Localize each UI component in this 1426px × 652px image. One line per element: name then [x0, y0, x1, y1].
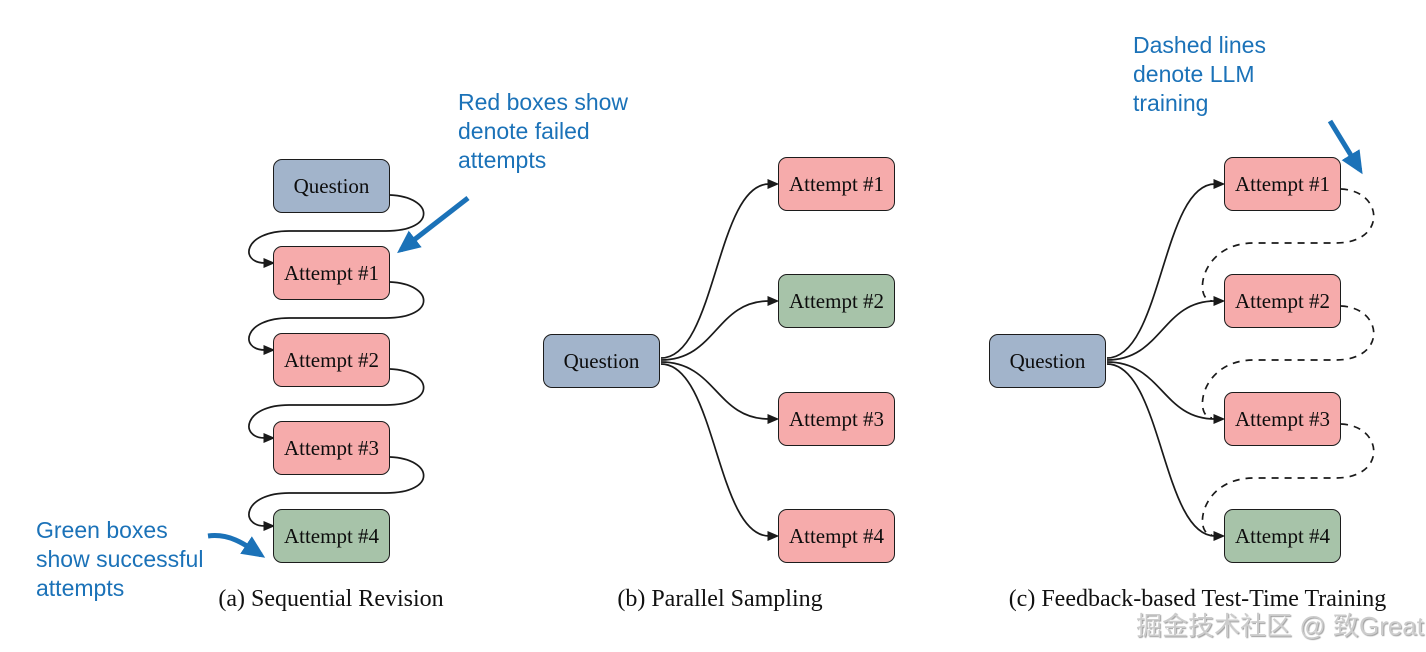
flow-arrow-q-to-c2: [1106, 295, 1226, 361]
success-note-line: attempts: [36, 575, 125, 601]
training-dashed-loops: [1201, 188, 1375, 536]
failed-note-line: attempts: [458, 147, 547, 173]
caption-c: (c) Feedback-based Test-Time Training: [1008, 586, 1387, 612]
watermark: 掘金技术社区 @ 致Great: [1136, 611, 1424, 641]
attempt-box-failed: Attempt #3: [1224, 392, 1341, 446]
success-note-line: show successful: [36, 546, 204, 572]
success-note: Green boxes show successful attempts: [36, 516, 203, 603]
attempt-box-success: Attempt #2: [778, 274, 895, 328]
feedback-flow-arrows: [1106, 178, 1226, 542]
flow-arrow-q-to-b2: [660, 295, 780, 361]
attempt-box-failed: Attempt #1: [778, 157, 895, 211]
attempt-box-failed: Attempt #4: [778, 509, 895, 563]
flow-arrow-q-to-c1: [1106, 178, 1226, 359]
flow-arrow-q-to-c4: [1106, 363, 1226, 542]
caption-a: (a) Sequential Revision: [218, 586, 444, 612]
flow-arrow-q-to-c3: [1106, 361, 1226, 425]
failed-note: Red boxes show denote failed attempts: [458, 88, 628, 175]
attempt-box-failed: Attempt #3: [778, 392, 895, 446]
success-note-arrow: [207, 533, 266, 558]
attempt-box-failed: Attempt #3: [273, 421, 390, 475]
parallel-flow-arrows: [660, 178, 780, 542]
training-note-line: training: [1133, 90, 1209, 116]
training-note-line: Dashed lines: [1133, 32, 1266, 58]
question-box: Question: [543, 334, 660, 388]
attempt-box-failed: Attempt #1: [1224, 157, 1341, 211]
success-note-line: Green boxes: [36, 517, 168, 543]
question-box: Question: [989, 334, 1106, 388]
flow-arrow-q-to-b3: [660, 361, 780, 425]
flow-arrow-q-to-b1: [660, 178, 780, 359]
attempt-box-failed: Attempt #2: [273, 333, 390, 387]
training-note: Dashed lines denote LLM training: [1133, 31, 1266, 118]
failed-note-line: Red boxes show: [458, 89, 629, 115]
training-note-line: denote LLM: [1133, 61, 1255, 87]
question-box: Question: [273, 159, 390, 213]
attempt-box-failed: Attempt #2: [1224, 274, 1341, 328]
attempt-box-failed: Attempt #1: [273, 246, 390, 300]
flow-arrow-q-to-b4: [660, 363, 780, 542]
attempt-box-success: Attempt #4: [1224, 509, 1341, 563]
caption-b: (b) Parallel Sampling: [617, 586, 823, 612]
attempt-box-success: Attempt #4: [273, 509, 390, 563]
failed-note-arrow: [397, 196, 470, 254]
failed-note-line: denote failed: [458, 118, 590, 144]
